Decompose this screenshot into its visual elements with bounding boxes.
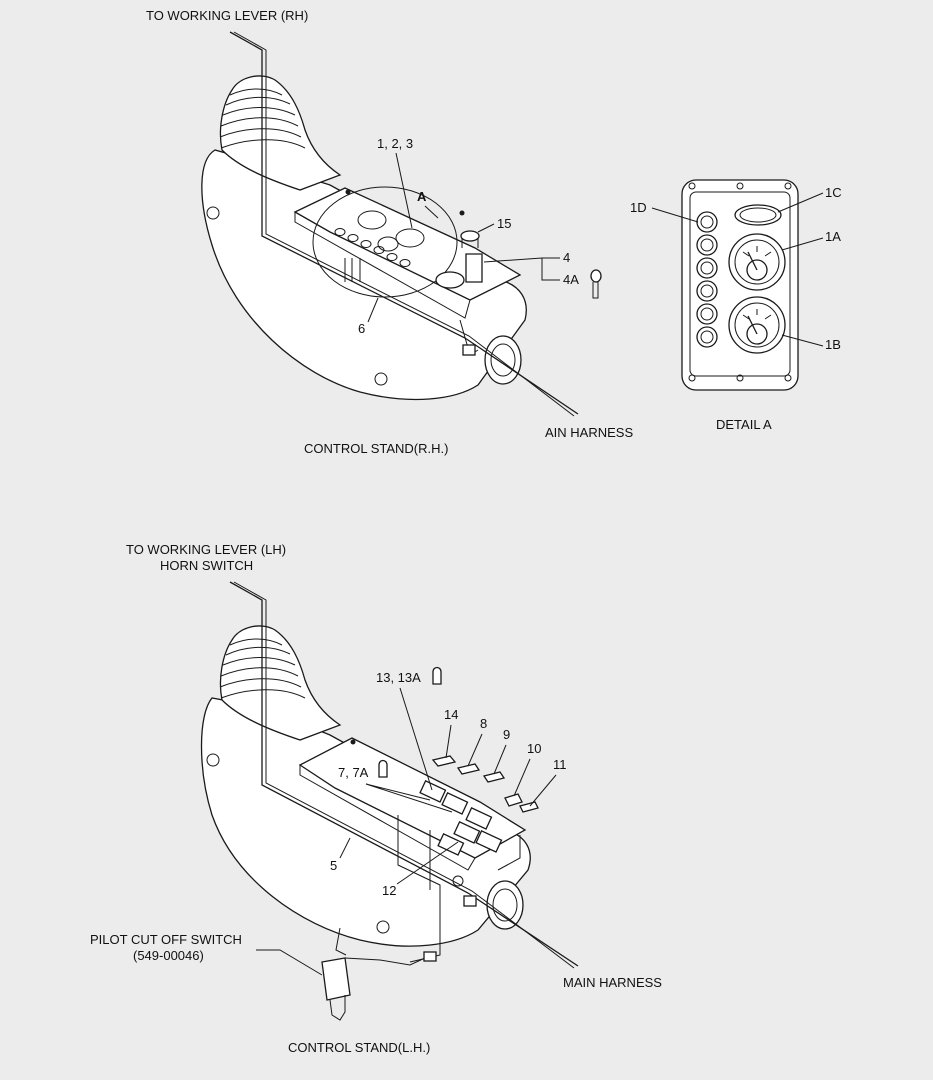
- control-stand-rh-label: CONTROL STAND(R.H.): [304, 441, 448, 456]
- callout-7-7a: 7, 7A: [338, 765, 369, 780]
- callout-5: 5: [330, 858, 337, 873]
- tube-rh: [484, 335, 522, 385]
- panel-top-rh: [293, 187, 522, 301]
- callout-12: 12: [382, 883, 396, 898]
- callout-1d: 1D: [630, 200, 647, 215]
- detail-a-caption: DETAIL A: [716, 417, 772, 432]
- to-lever-rh-label: TO WORKING LEVER (RH): [146, 8, 308, 23]
- harness-lh: [229, 581, 579, 967]
- ain-harness-label: AIN HARNESS: [545, 425, 633, 440]
- callout-1a: 1A: [825, 229, 841, 244]
- lever-boot-lh: [219, 625, 342, 741]
- detail-a-panel: 1C 1D 1A 1B DETAIL A: [630, 179, 842, 432]
- callout-4: 4: [563, 250, 570, 265]
- callout-8: 8: [480, 716, 487, 731]
- switch-row-lh: [419, 780, 503, 856]
- callout-4a: 4A: [563, 272, 579, 287]
- main-harness-label: MAIN HARNESS: [563, 975, 662, 990]
- gauge-1b: [728, 296, 786, 354]
- pilot-switch-part-no: (549-00046): [133, 948, 204, 963]
- stand-lh-body: [200, 697, 531, 947]
- control-stand-rh: [201, 31, 579, 417]
- callout-6: 6: [358, 321, 365, 336]
- control-stand-lh: [200, 581, 579, 1021]
- callout-1c: 1C: [825, 185, 842, 200]
- panel-lamps-rh: [334, 228, 411, 267]
- pilot-cut-off-switch: [321, 927, 437, 1021]
- callout-1b: 1B: [825, 337, 841, 352]
- control-stand-lh-label: CONTROL STAND(L.H.): [288, 1040, 430, 1055]
- tube-lh: [486, 880, 524, 930]
- bulb-icon-13a: [432, 666, 442, 685]
- small-parts-lh: [431, 755, 539, 813]
- boot-ribs-rh: [219, 88, 306, 149]
- pilot-switch-label: PILOT CUT OFF SWITCH: [90, 932, 242, 947]
- boot-ribs-lh: [219, 638, 306, 699]
- indicator-lamps-1d: [696, 211, 718, 348]
- callout-14: 14: [444, 707, 458, 722]
- harness-rh: [229, 31, 579, 415]
- callout-1-2-3: 1, 2, 3: [377, 136, 413, 151]
- gauge-1a: [728, 233, 786, 291]
- callout-13-13a: 13, 13A: [376, 670, 421, 685]
- callout-9: 9: [503, 727, 510, 742]
- key-icon: [590, 269, 602, 299]
- detail-a-circle: [312, 186, 458, 298]
- callout-15: 15: [497, 216, 511, 231]
- detail-a-ref: A: [417, 189, 427, 204]
- upper-labels: TO WORKING LEVER (RH) 1, 2, 3 A 15 4 4A …: [146, 8, 633, 456]
- bulb-icon-7a: [378, 759, 388, 778]
- to-lever-lh-label: TO WORKING LEVER (LH): [126, 542, 286, 557]
- callout-11: 11: [553, 757, 567, 772]
- callout-10: 10: [527, 741, 541, 756]
- key-switch-15: [460, 230, 483, 283]
- lower-labels: TO WORKING LEVER (LH) HORN SWITCH 13, 13…: [90, 542, 662, 1055]
- lever-boot-rh: [219, 75, 342, 191]
- horn-switch-label: HORN SWITCH: [160, 558, 253, 573]
- stand-rh-body: [201, 149, 527, 401]
